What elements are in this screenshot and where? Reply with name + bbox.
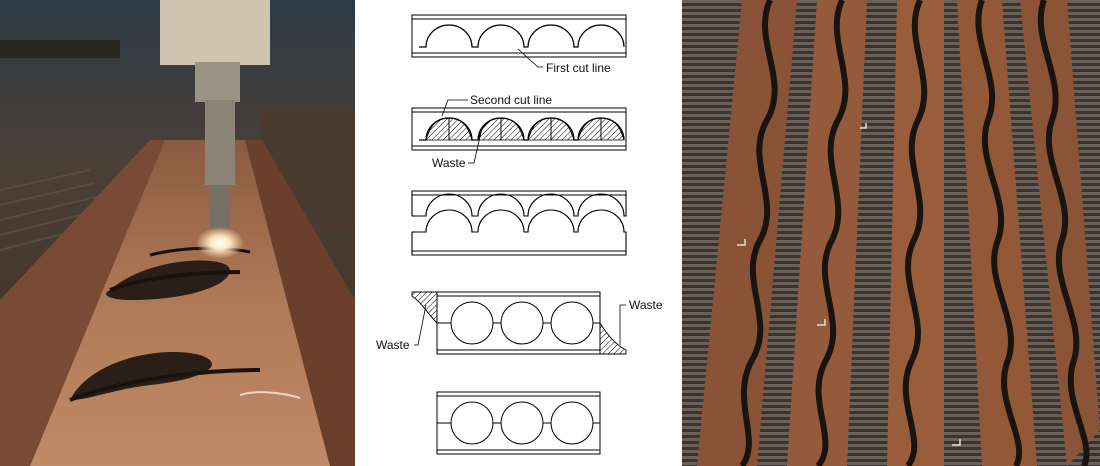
stage-4-beam: Waste Waste [376, 291, 663, 355]
cut-opening-1 [106, 260, 230, 300]
background-girder [0, 40, 120, 58]
first-cut-line [419, 24, 625, 48]
diagram-svg: First cut line Second cut line Waste [376, 14, 663, 455]
waste-left-label: Waste [376, 338, 410, 352]
plasma-spark [196, 227, 244, 259]
second-cut-line [425, 117, 625, 141]
stage4-opening-1 [450, 301, 494, 345]
cutting-photo-illustration [0, 0, 355, 466]
waste-right [599, 321, 627, 355]
stage-1-beam: First cut line [411, 14, 627, 75]
cut-beams-photo-illustration [682, 0, 1100, 466]
beam-flange-right [245, 140, 355, 466]
stage-5-beam [436, 391, 601, 455]
torch-nozzle [210, 185, 230, 230]
torch-body [205, 100, 235, 185]
stage3-lower-half [411, 209, 627, 256]
left-photo [0, 0, 355, 466]
waste-left [411, 291, 438, 325]
sinusoidal-cuts [739, 0, 1090, 466]
stage4-opening-2 [500, 301, 544, 345]
chalk-marks [737, 123, 961, 446]
stage5-opening-3 [550, 401, 594, 445]
stage-2-beam: Second cut line Waste [411, 93, 627, 170]
beam-flange-left [0, 140, 165, 466]
stage-3-beam [411, 190, 627, 256]
stage5-opening-2 [500, 401, 544, 445]
torch-carriage [160, 0, 270, 65]
torch-head [195, 62, 240, 102]
second-cut-line-label: Second cut line [470, 93, 552, 107]
stage4-opening-3 [550, 301, 594, 345]
first-cut-line-label: First cut line [546, 61, 611, 75]
chalk-mark [239, 391, 301, 399]
waste-hatched-regions [425, 117, 625, 141]
right-photo [682, 0, 1100, 466]
castellation-diagram: First cut line Second cut line Waste [355, 0, 682, 466]
stage5-opening-1 [450, 401, 494, 445]
waste-right-label: Waste [629, 298, 663, 312]
stage2-waste-label: Waste [432, 156, 466, 170]
